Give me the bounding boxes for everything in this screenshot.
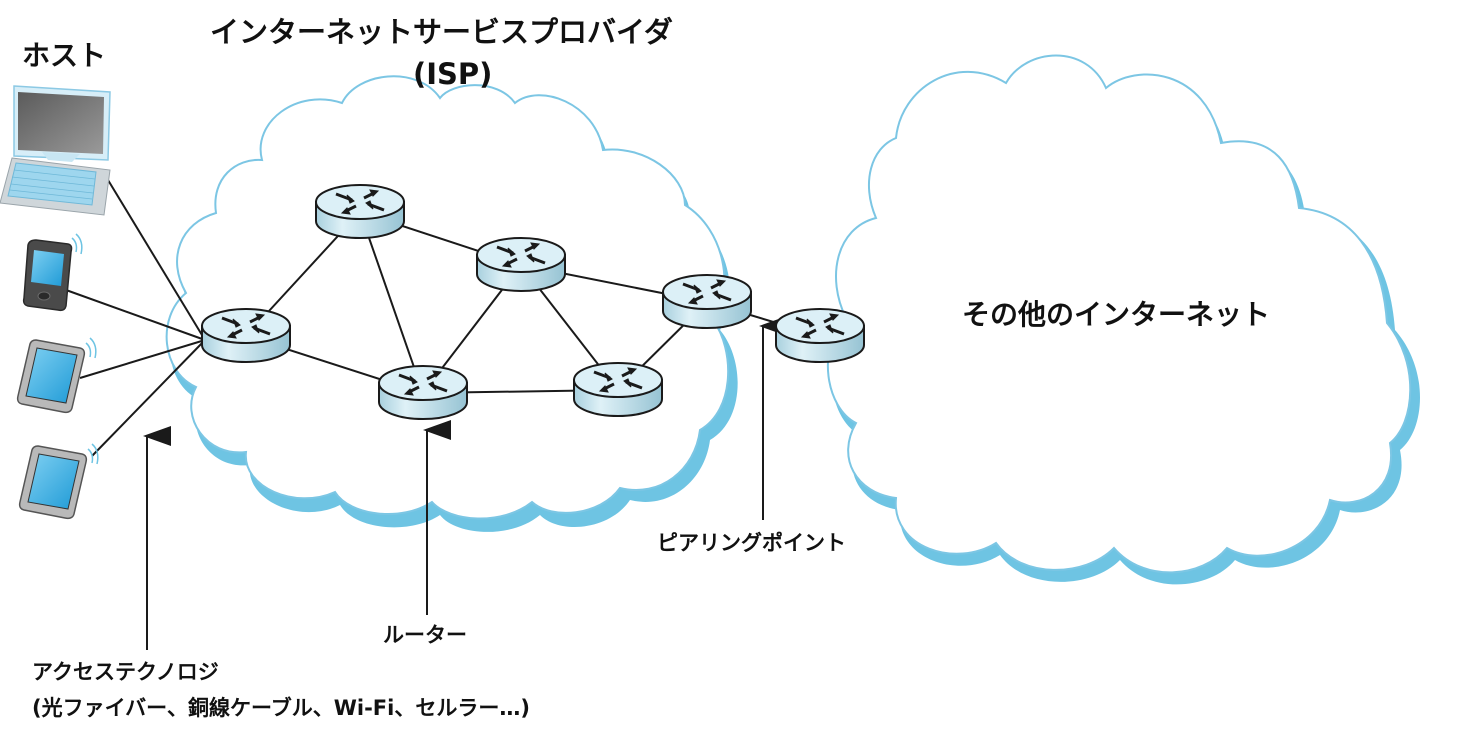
router-icon[interactable] (574, 363, 662, 416)
isp-cloud (167, 76, 738, 532)
router-icon[interactable] (477, 238, 565, 291)
router-icon[interactable] (663, 275, 751, 328)
smartphone-icon[interactable] (24, 234, 82, 310)
isp-title-abbrev: (ISP) (413, 57, 492, 91)
router-icon[interactable] (316, 185, 404, 238)
peering-point-label: ピアリングポイント (657, 527, 846, 557)
access-tech-label: アクセステクノロジ (32, 656, 219, 686)
isp-title: インターネットサービスプロバイダ (210, 9, 673, 51)
hosts-label: ホスト (22, 34, 106, 74)
router-icon[interactable] (202, 309, 290, 362)
router-icon[interactable] (379, 366, 467, 419)
router-label: ルーター (383, 619, 467, 649)
isp-cloud-body (167, 76, 729, 518)
tablet-icon[interactable] (20, 444, 98, 518)
rest-of-internet-label: その他のインターネット (962, 293, 1270, 333)
laptop-icon[interactable] (0, 86, 110, 215)
router-icon[interactable] (776, 309, 864, 362)
tablet-icon[interactable] (18, 338, 96, 412)
access-tech-examples: (光ファイバー、銅線ケーブル、Wi-Fi、セルラー…) (32, 692, 530, 722)
